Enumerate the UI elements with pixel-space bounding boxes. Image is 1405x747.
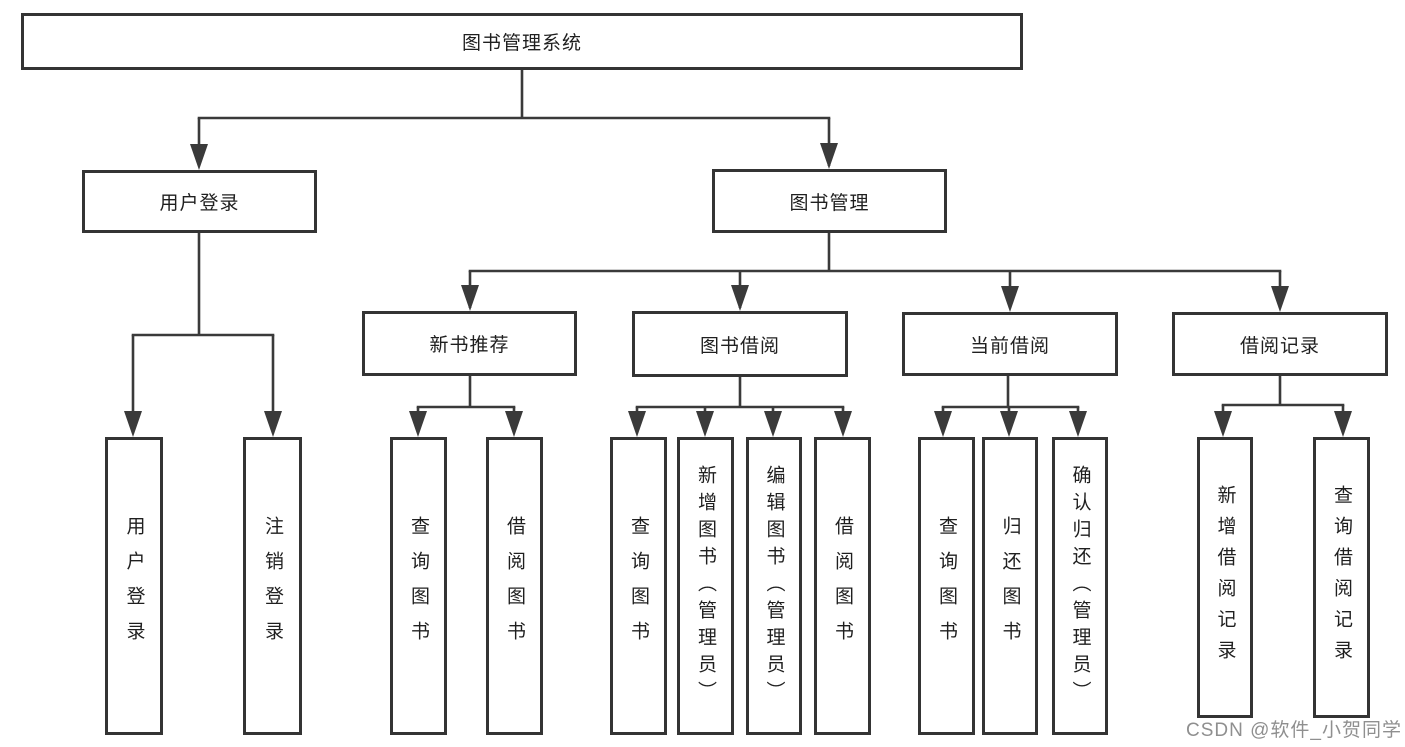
- node-leaf-query-borrow-record: 查询借阅记录: [1313, 437, 1370, 718]
- node-leaf-confirm-return-admin: 确认归还（管理员）: [1052, 437, 1108, 735]
- node-new-book-recommend: 新书推荐: [362, 311, 577, 376]
- node-leaf-newrec-borrow-books: 借阅图书: [486, 437, 543, 735]
- node-leaf-return-books-label: 归还图书: [999, 516, 1021, 656]
- node-leaf-edit-books-admin-label: 编辑图书（管理员）: [763, 464, 785, 708]
- node-leaf-newrec-query-books: 查询图书: [390, 437, 447, 735]
- node-leaf-edit-books-admin: 编辑图书（管理员）: [746, 437, 802, 735]
- node-leaf-borrowing-query-books: 查询图书: [610, 437, 667, 735]
- node-leaf-borrowing-borrow-books-label: 借阅图书: [832, 516, 853, 656]
- node-new-book-recommend-label: 新书推荐: [429, 335, 510, 356]
- node-leaf-confirm-return-admin-label: 确认归还（管理员）: [1069, 464, 1091, 708]
- node-leaf-add-borrow-record: 新增借阅记录: [1197, 437, 1253, 718]
- node-current-borrowing: 当前借阅: [902, 312, 1118, 376]
- node-user-login-group-label: 用户登录: [159, 193, 240, 214]
- node-borrowing-records: 借阅记录: [1172, 312, 1388, 376]
- node-leaf-borrowing-query-books-label: 查询图书: [628, 516, 649, 656]
- node-leaf-add-borrow-record-label: 新增借阅记录: [1214, 484, 1236, 671]
- node-leaf-add-books-admin-label: 新增图书（管理员）: [695, 464, 716, 708]
- node-book-management-label: 图书管理: [789, 192, 870, 214]
- csdn-watermark: CSDN @软件_小贺同学: [1186, 720, 1402, 741]
- node-leaf-query-borrow-record-label: 查询借阅记录: [1331, 484, 1352, 671]
- node-current-borrowing-label: 当前借阅: [969, 335, 1050, 357]
- node-leaf-user-login-label: 用户登录: [123, 516, 145, 656]
- node-leaf-return-books: 归还图书: [982, 437, 1038, 735]
- node-leaf-add-books-admin: 新增图书（管理员）: [677, 437, 734, 735]
- node-leaf-current-query-books-label: 查询图书: [936, 516, 957, 656]
- node-leaf-newrec-query-books-label: 查询图书: [408, 516, 429, 656]
- node-leaf-logout: 注销登录: [243, 437, 302, 735]
- node-book-borrowing-label: 图书借阅: [699, 335, 780, 357]
- node-book-borrowing: 图书借阅: [632, 311, 848, 377]
- node-user-login-group: 用户登录: [82, 170, 317, 233]
- node-library-system: 图书管理系统: [21, 13, 1023, 70]
- node-book-management: 图书管理: [712, 169, 947, 233]
- node-leaf-newrec-borrow-books-label: 借阅图书: [504, 516, 525, 656]
- node-borrowing-records-label: 借阅记录: [1239, 335, 1320, 357]
- node-leaf-current-query-books: 查询图书: [918, 437, 975, 735]
- node-leaf-logout-label: 注销登录: [262, 516, 283, 656]
- node-leaf-user-login: 用户登录: [105, 437, 163, 735]
- node-leaf-borrowing-borrow-books: 借阅图书: [814, 437, 871, 735]
- node-library-system-label: 图书管理系统: [461, 33, 582, 54]
